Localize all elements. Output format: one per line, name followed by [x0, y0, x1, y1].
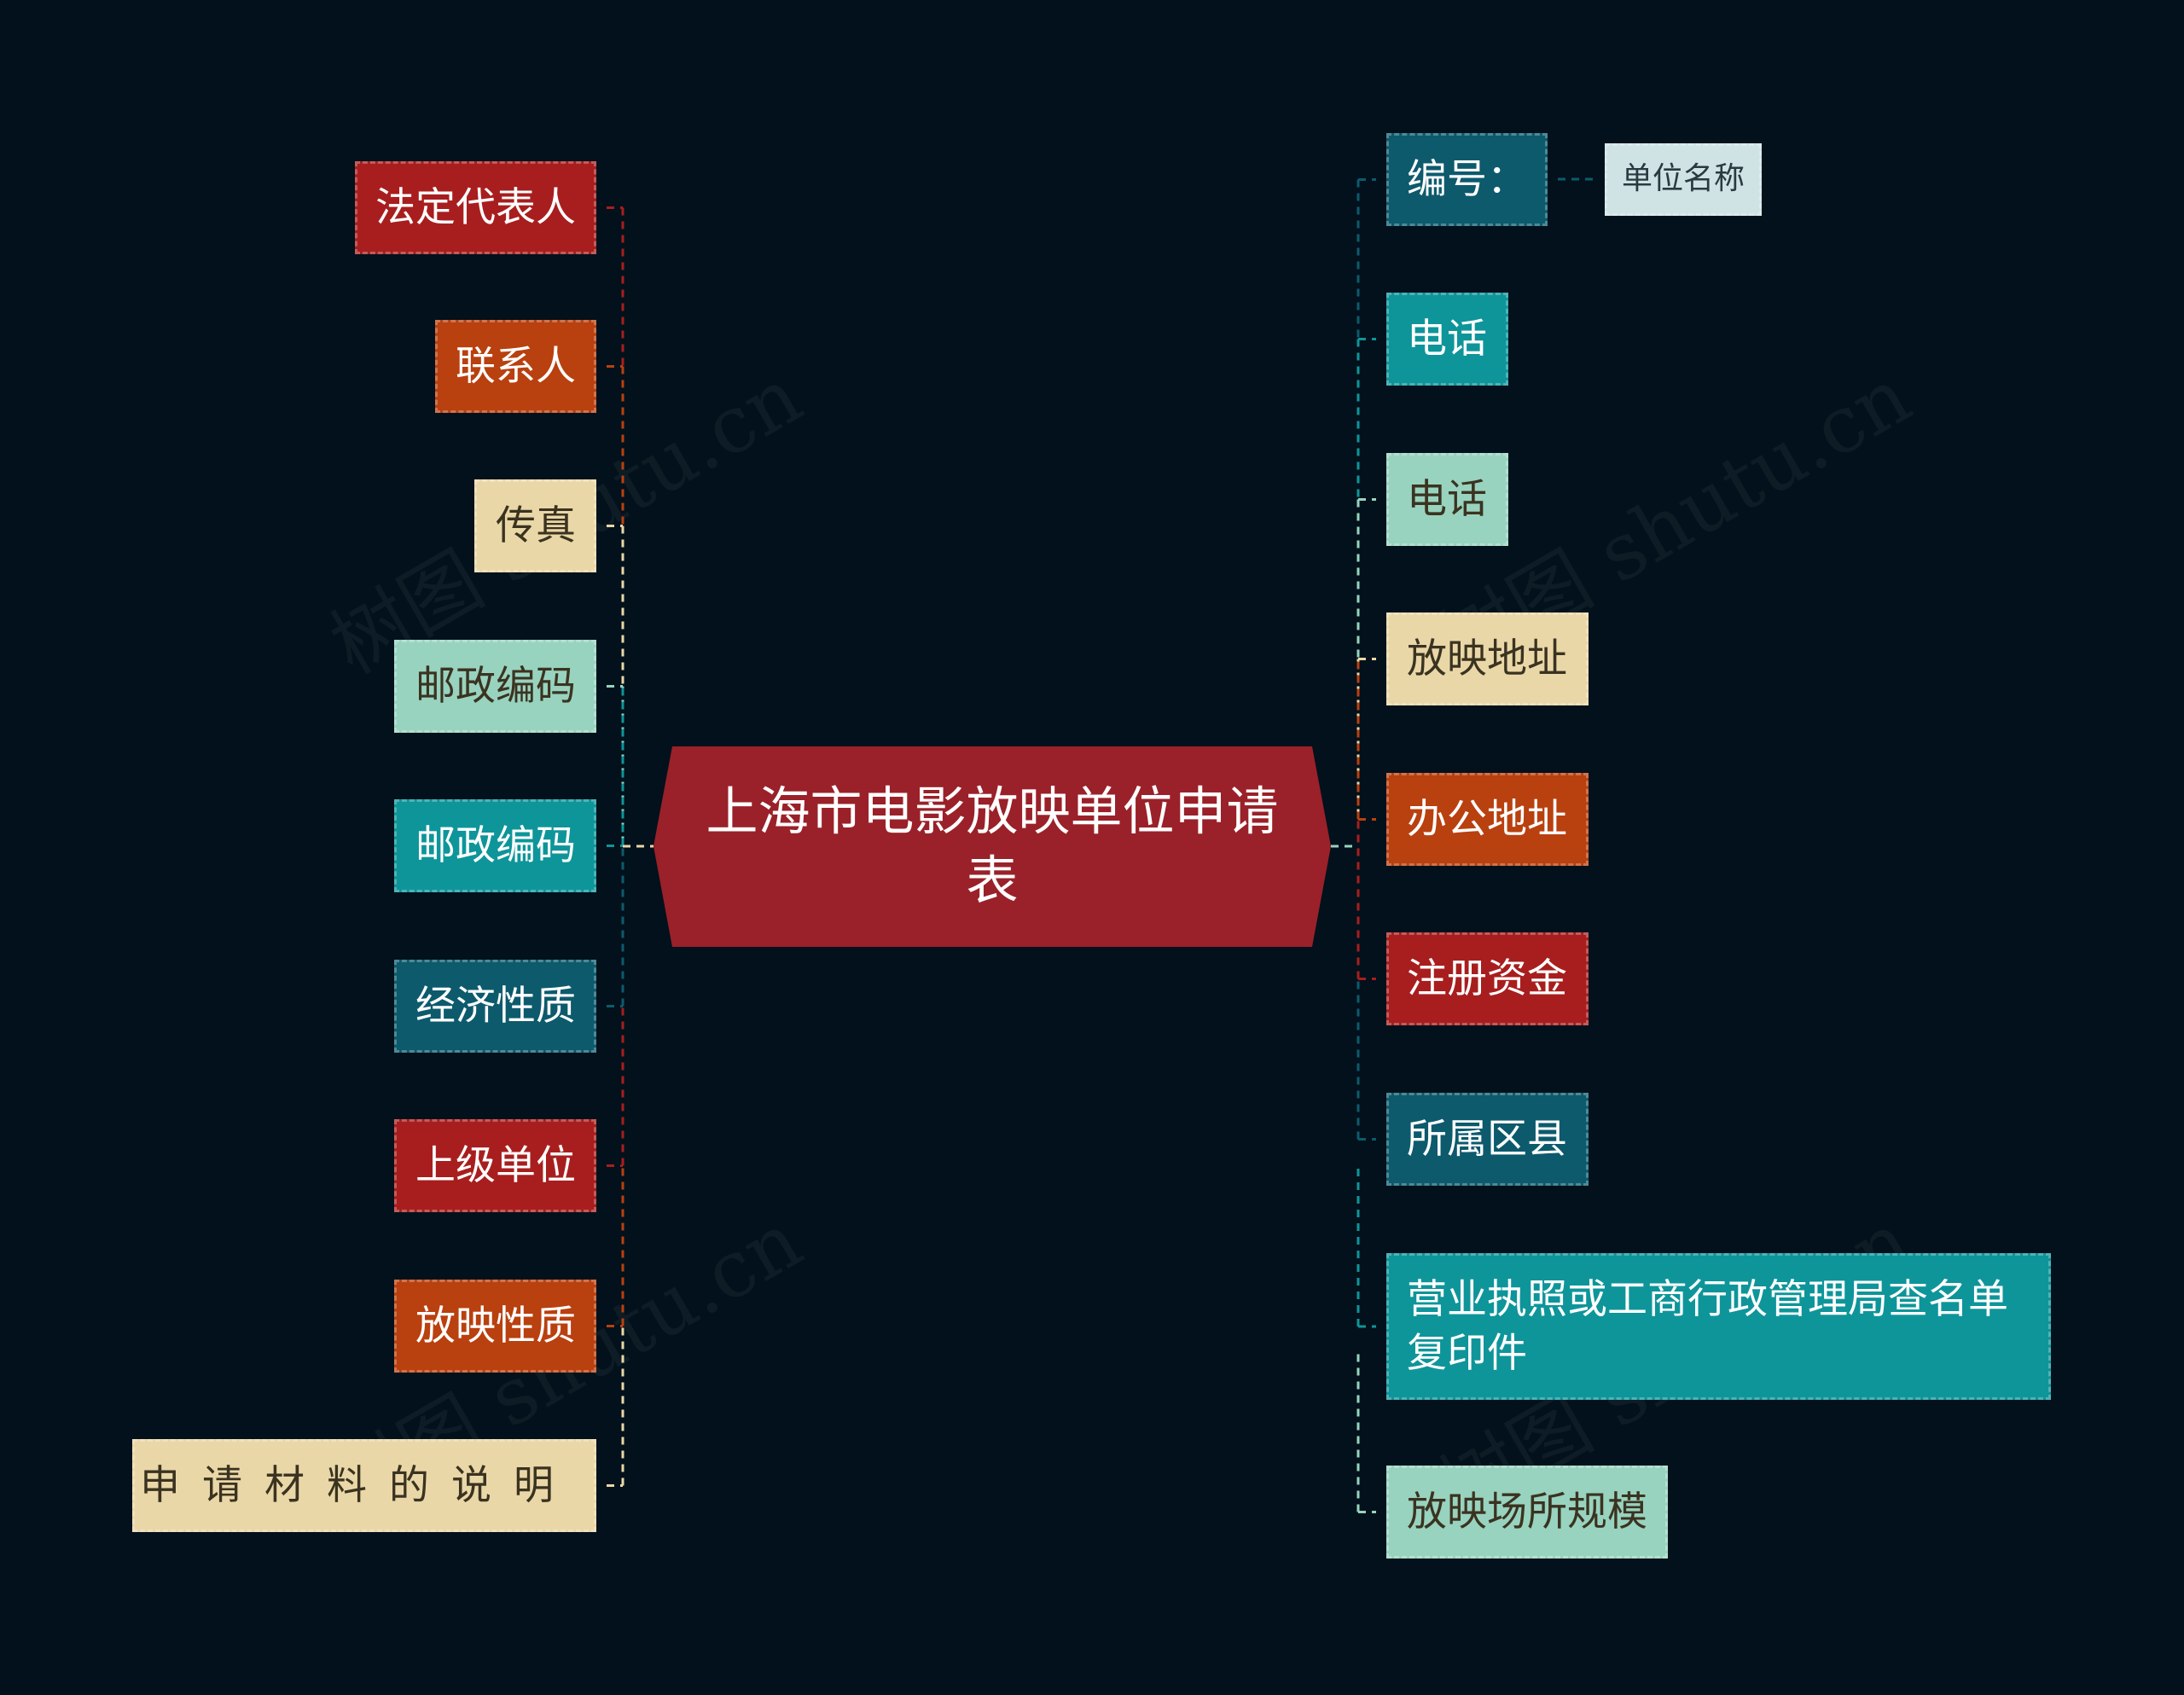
- node-label: 申请材料的说明: [140, 1461, 576, 1509]
- left-node-application-materials[interactable]: 申请材料的说明: [132, 1439, 596, 1532]
- central-topic[interactable]: 上海市电影放映单位申请表: [682, 755, 1302, 938]
- node-label: 经济性质: [415, 982, 576, 1030]
- node-label: 办公地址: [1407, 795, 1567, 843]
- node-label: 传真: [496, 502, 576, 549]
- right-subnode-unit-name[interactable]: 单位名称: [1605, 143, 1762, 216]
- left-node-economic-nature[interactable]: 经济性质: [394, 960, 596, 1053]
- node-label: 邮政编码: [415, 821, 576, 869]
- left-node-screening-nature[interactable]: 放映性质: [394, 1280, 596, 1373]
- right-node-venue-scale[interactable]: 放映场所规模: [1386, 1466, 1668, 1559]
- node-label: 放映地址: [1407, 635, 1567, 682]
- node-label: 放映场所规模: [1407, 1488, 1647, 1535]
- node-label: 单位名称: [1622, 161, 1745, 197]
- node-label: 法定代表人: [375, 183, 576, 231]
- center-hexagon: [653, 746, 1331, 947]
- right-node-office-address[interactable]: 办公地址: [1386, 773, 1589, 866]
- node-label: 电话: [1407, 475, 1487, 523]
- right-node-business-license[interactable]: 营业执照或工商行政管理局查名单复印件: [1386, 1253, 2051, 1400]
- node-label: 放映性质: [415, 1302, 576, 1350]
- right-node-screening-address[interactable]: 放映地址: [1386, 612, 1589, 705]
- node-label: 电话: [1407, 315, 1487, 363]
- central-topic-title: 上海市电影放映单位申请表: [706, 781, 1279, 911]
- node-label: 营业执照或工商行政管理局查名单复印件: [1407, 1275, 2008, 1377]
- left-node-contact-person[interactable]: 联系人: [435, 320, 596, 413]
- node-label: 上级单位: [415, 1141, 576, 1189]
- left-node-postal-code-2[interactable]: 邮政编码: [394, 799, 596, 892]
- right-node-district[interactable]: 所属区县: [1386, 1093, 1589, 1186]
- left-node-legal-representative[interactable]: 法定代表人: [355, 161, 596, 254]
- right-node-phone[interactable]: 电话: [1386, 293, 1508, 386]
- left-node-postal-code[interactable]: 邮政编码: [394, 640, 596, 733]
- node-label: 联系人: [456, 342, 576, 390]
- right-node-number[interactable]: 编号：: [1386, 133, 1548, 226]
- node-label: 邮政编码: [415, 662, 576, 710]
- left-node-fax[interactable]: 传真: [474, 479, 596, 572]
- node-label: 注册资金: [1407, 955, 1567, 1002]
- node-label: 所属区县: [1407, 1115, 1567, 1163]
- left-node-superior-unit[interactable]: 上级单位: [394, 1119, 596, 1212]
- right-node-registered-capital[interactable]: 注册资金: [1386, 932, 1589, 1025]
- right-node-phone-2[interactable]: 电话: [1386, 453, 1508, 546]
- node-label: 编号：: [1407, 155, 1527, 203]
